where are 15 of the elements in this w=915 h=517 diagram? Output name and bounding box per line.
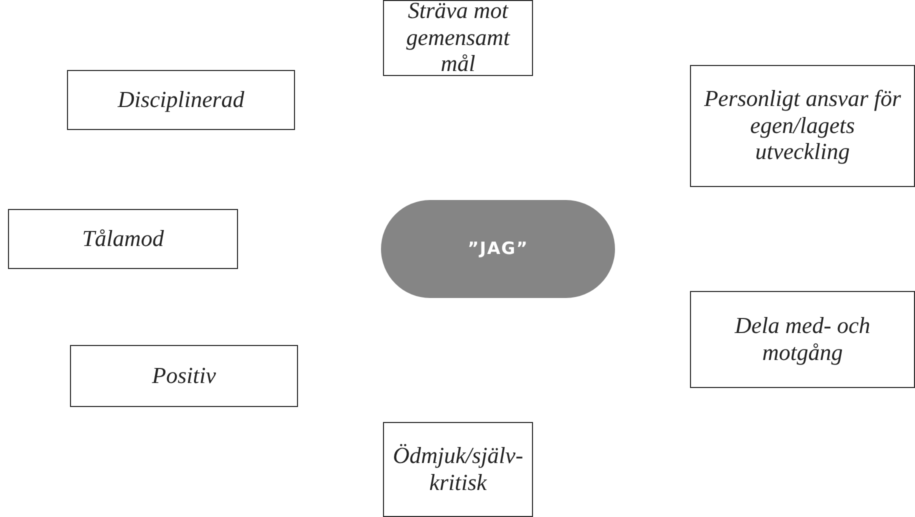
text-box: [690, 291, 915, 388]
text-box: [8, 209, 238, 269]
text-box: [383, 0, 533, 76]
text-box: [67, 70, 295, 130]
node-label: Personligt ansvar för egen/lagets utveckling: [703, 86, 902, 166]
node-label: Ödmjuk/själv-kritisk: [392, 443, 524, 496]
text-box: [70, 345, 298, 407]
node-label: Disciplinerad: [118, 86, 244, 114]
text-box: [383, 422, 533, 517]
node-label: Dela med- och motgång: [734, 313, 872, 366]
node-label: Sträva mot gemensamt mål: [405, 0, 512, 78]
node-label: Positiv: [152, 362, 216, 390]
center-label: ”JAG”: [468, 239, 528, 259]
text-box: [690, 65, 915, 187]
node-label: Tålamod: [82, 226, 164, 252]
